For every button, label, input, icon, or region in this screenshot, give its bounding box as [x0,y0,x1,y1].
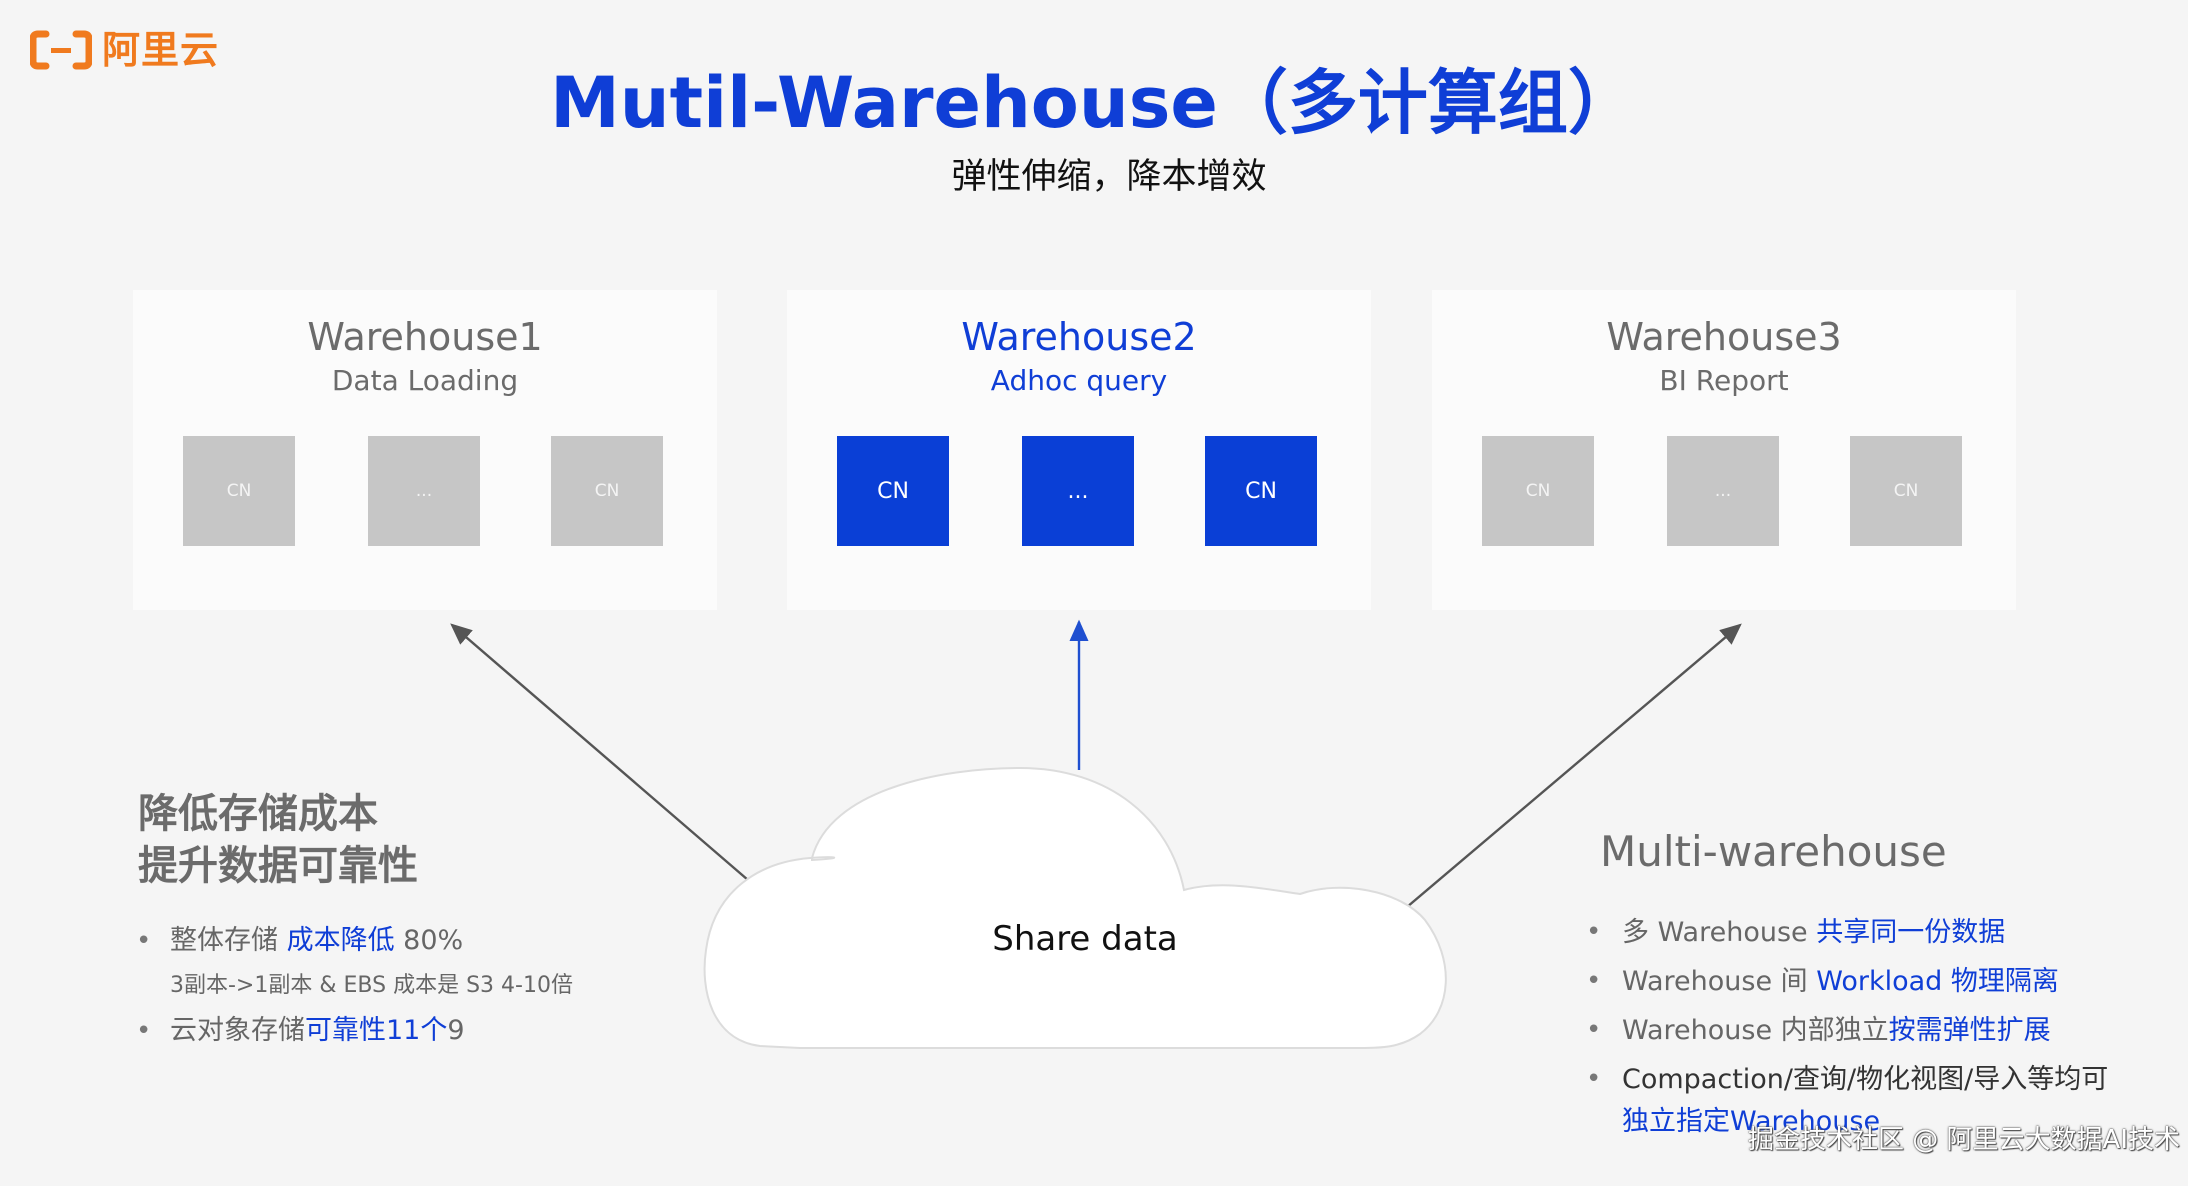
compute-node: CN [183,436,295,546]
warehouse-card-2[interactable]: Warehouse2 Adhoc query CN ... CN [787,290,1371,610]
cloud-icon [703,766,1447,1049]
warehouse-workload: BI Report [1659,364,1789,397]
aliyun-bracket-logo-icon [29,30,93,70]
storage-heading: 降低存储成本 提升数据可靠性 [138,788,418,892]
list-item: 多 Warehouse 共享同一份数据 [1586,908,2108,957]
compute-node-ellipsis: ... [368,436,480,546]
list-item: 整体存储 成本降低 80% [136,918,573,964]
warehouse-name: Warehouse1 [307,315,543,359]
storage-bullet-list: 整体存储 成本降低 80% 3副本->1副本 & EBS 成本是 S3 4-10… [136,918,573,1054]
arrow-to-warehouse1 [450,623,749,881]
highlight-text: 共享同一份数据 [1816,917,2006,948]
warehouse-workload: Adhoc query [990,364,1168,397]
list-item: 云对象存储可靠性11个9 [136,1008,573,1054]
warehouse-card-3[interactable]: Warehouse3 BI Report CN ... CN [1432,290,2016,610]
warehouse-card-1[interactable]: Warehouse1 Data Loading CN ... CN [133,290,717,610]
multi-warehouse-heading: Multi-warehouse [1600,827,1947,876]
compute-node: CN [837,436,949,546]
storage-heading-line1: 降低存储成本 [138,791,378,837]
list-item-note: 3副本->1副本 & EBS 成本是 S3 4-10倍 [170,973,573,998]
arrow-to-warehouse3 [1406,623,1742,908]
aliyun-logo: 阿里云 [29,28,220,72]
multi-warehouse-bullet-list: 多 Warehouse 共享同一份数据 Warehouse 间 Workload… [1586,908,2108,1140]
compute-node: CN [1205,436,1317,546]
share-data-label: Share data [992,919,1178,959]
warehouse-name: Warehouse2 [961,315,1197,359]
compute-node-ellipsis: ... [1667,436,1779,546]
highlight-text: 可靠性11个 [305,1015,448,1046]
logo-text: 阿里云 [102,28,220,72]
page-title: Mutil-Warehouse（多计算组） [550,62,1638,144]
highlight-text: 按需弹性扩展 [1888,1015,2051,1046]
highlight-text: 独立指定Warehouse [1622,1106,1881,1137]
list-item: Warehouse 间 Workload 物理隔离 [1586,957,2108,1006]
highlight-text: 成本降低 [286,925,395,956]
page-subtitle: 弹性伸缩，降本增效 [951,157,1267,197]
compute-node: CN [551,436,663,546]
storage-heading-line2: 提升数据可靠性 [138,843,418,889]
warehouse-workload: Data Loading [331,364,519,397]
compute-node-ellipsis: ... [1022,436,1134,546]
highlight-text: Workload 物理隔离 [1816,966,2059,997]
compute-node: CN [1482,436,1594,546]
list-item: Warehouse 内部独立按需弹性扩展 [1586,1006,2108,1055]
watermark: 掘金技术社区 @ 阿里云大数据AI技术 [1748,1125,2180,1155]
compute-node: CN [1850,436,1962,546]
warehouse-name: Warehouse3 [1606,315,1842,359]
